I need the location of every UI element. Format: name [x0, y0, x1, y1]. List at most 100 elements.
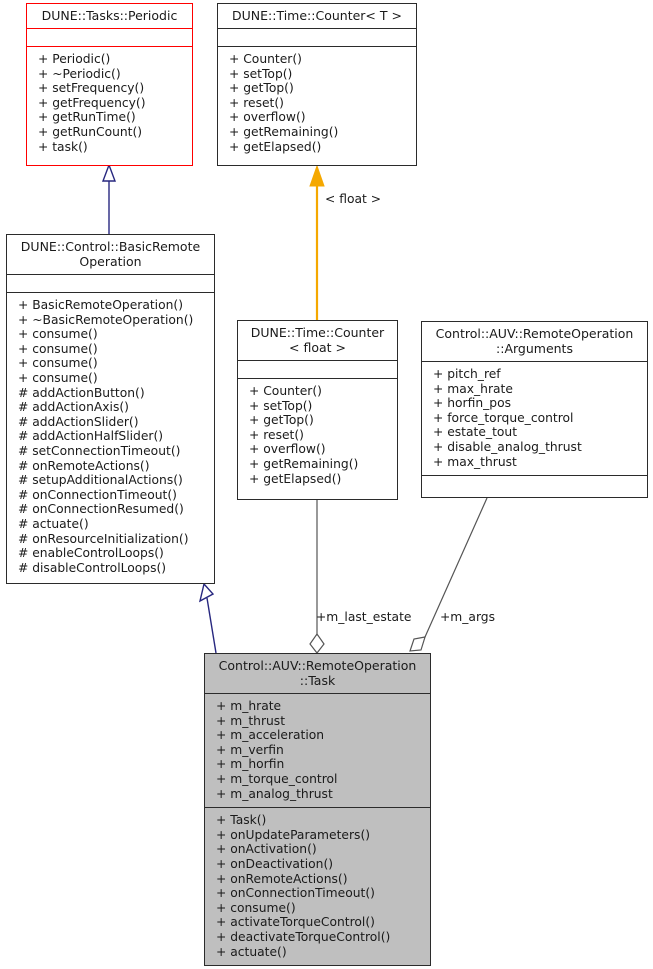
- list-item: + getElapsed(): [229, 139, 322, 154]
- inheritance-edge-periodic: [101, 163, 117, 234]
- list-item: + consume(): [18, 370, 98, 385]
- class-box-dune-time-counter-float[interactable]: DUNE::Time::Counter < float > + Counter(…: [237, 320, 398, 500]
- class-box-dune-control-basicremoteoperation[interactable]: DUNE::Control::BasicRemote Operation + B…: [6, 234, 215, 584]
- class-box-remoteoperation-arguments[interactable]: Control::AUV::RemoteOperation ::Argument…: [421, 321, 648, 498]
- list-item: + max_thrust: [433, 454, 517, 469]
- list-item: + Counter(): [229, 52, 302, 66]
- method-list-basicremoteoperation: + BasicRemoteOperation() + ~BasicRemoteO…: [13, 296, 208, 577]
- list-item: # enableControlLoops(): [18, 546, 164, 561]
- list-item: # addActionSlider(): [18, 414, 139, 429]
- list-item: + disable_analog_thrust: [433, 439, 582, 454]
- attribute-list-arguments: + pitch_ref + max_hrate + horfin_pos + f…: [428, 365, 641, 471]
- list-item: + getElapsed(): [249, 471, 342, 486]
- list-item: # onResourceInitialization(): [18, 531, 189, 546]
- list-item: + onDeactivation(): [216, 856, 334, 871]
- class-methods-task: + Task() + onUpdateParameters() + onActi…: [205, 807, 430, 965]
- list-item: + onUpdateParameters(): [216, 827, 371, 842]
- list-item: + m_hrate: [216, 699, 282, 713]
- list-item: + pitch_ref: [433, 367, 501, 381]
- list-item: + horfin_pos: [433, 396, 512, 411]
- attribute-list-task: + m_hrate + m_thrust + m_acceleration + …: [211, 697, 424, 803]
- class-attributes-empty-basicremoteoperation: [7, 274, 214, 292]
- list-item: + getRemaining(): [229, 124, 339, 139]
- list-item: + setTop(): [249, 398, 313, 413]
- list-item: + BasicRemoteOperation(): [18, 298, 184, 312]
- list-item: + onRemoteActions(): [216, 871, 348, 886]
- aggregation-edge-m-args: [409, 497, 488, 652]
- list-item: + getRunTime(): [38, 110, 136, 125]
- list-item: + m_torque_control: [216, 771, 338, 786]
- list-item: + getFrequency(): [38, 95, 146, 110]
- list-item: # onRemoteActions(): [18, 458, 150, 473]
- list-item: + onConnectionTimeout(): [216, 886, 375, 901]
- list-item: # onConnectionTimeout(): [18, 487, 177, 502]
- class-box-dune-tasks-periodic[interactable]: DUNE::Tasks::Periodic + Periodic() + ~Pe…: [26, 3, 193, 166]
- class-title-counter-float: DUNE::Time::Counter < float >: [250, 325, 385, 355]
- class-attributes-empty-counter-t: [218, 28, 416, 46]
- method-list-task: + Task() + onUpdateParameters() + onActi…: [211, 811, 424, 961]
- list-item: + ~BasicRemoteOperation(): [18, 312, 194, 327]
- list-item: # onConnectionResumed(): [18, 502, 184, 517]
- list-item: # setConnectionTimeout(): [18, 443, 181, 458]
- list-item: + m_thrust: [216, 713, 286, 728]
- list-item: + overflow(): [229, 110, 306, 125]
- list-item: # addActionHalfSlider(): [18, 429, 164, 444]
- class-methods-periodic: + Periodic() + ~Periodic() + setFrequenc…: [27, 46, 192, 160]
- list-item: + m_verfin: [216, 742, 284, 757]
- edge-label-template-binding: < float >: [325, 192, 382, 206]
- list-item: + overflow(): [249, 442, 326, 457]
- list-item: + reset(): [229, 95, 284, 110]
- class-title-task: Control::AUV::RemoteOperation ::Task: [218, 658, 417, 688]
- class-methods-empty-arguments: [422, 475, 647, 493]
- list-item: + consume(): [18, 327, 98, 342]
- list-item: + task(): [38, 139, 88, 154]
- list-item: + consume(): [18, 356, 98, 371]
- list-item: + m_analog_thrust: [216, 786, 333, 801]
- list-item: + Counter(): [249, 384, 322, 398]
- class-methods-counter-t: + Counter() + setTop() + getTop() + rese…: [218, 46, 416, 160]
- inheritance-edge-basic-remote-operation: [198, 582, 217, 654]
- class-title-dune-time-counter-t: DUNE::Time::Counter< T >: [232, 8, 402, 23]
- class-methods-basicremoteoperation: + BasicRemoteOperation() + ~BasicRemoteO…: [7, 292, 214, 581]
- class-attributes-empty-counter-float: [238, 360, 397, 378]
- class-title-dune-tasks-periodic: DUNE::Tasks::Periodic: [41, 8, 178, 23]
- list-item: + getRunCount(): [38, 124, 143, 139]
- list-item: + setTop(): [229, 66, 293, 81]
- list-item: + m_horfin: [216, 757, 285, 772]
- list-item: + estate_tout: [433, 425, 518, 440]
- edge-label-m-last-estate: +m_last_estate: [316, 610, 412, 624]
- list-item: # setupAdditionalActions(): [18, 473, 183, 488]
- list-item: + force_torque_control: [433, 410, 574, 425]
- class-title-arguments: Control::AUV::RemoteOperation ::Argument…: [435, 326, 634, 356]
- list-item: + actuate(): [216, 944, 287, 959]
- list-item: + m_acceleration: [216, 728, 325, 743]
- list-item: # addActionButton(): [18, 385, 145, 400]
- list-item: + consume(): [216, 900, 296, 915]
- edge-label-m-args: +m_args: [440, 610, 496, 624]
- list-item: + getTop(): [249, 413, 314, 428]
- aggregation-edge-m-last-estate: [309, 500, 325, 654]
- list-item: # actuate(): [18, 516, 89, 531]
- list-item: + Periodic(): [38, 52, 111, 66]
- list-item: + deactivateTorqueControl(): [216, 929, 391, 944]
- list-item: # disableControlLoops(): [18, 560, 167, 575]
- list-item: + consume(): [18, 341, 98, 356]
- class-attributes-empty-periodic: [27, 28, 192, 46]
- list-item: + onActivation(): [216, 842, 317, 857]
- list-item: + setFrequency(): [38, 81, 145, 96]
- list-item: + getTop(): [229, 81, 294, 96]
- method-list-counter-float: + Counter() + setTop() + getTop() + rese…: [244, 382, 391, 488]
- list-item: + getRemaining(): [249, 456, 359, 471]
- class-attributes-task: + m_hrate + m_thrust + m_acceleration + …: [205, 693, 430, 807]
- list-item: + max_hrate: [433, 381, 513, 396]
- class-box-remoteoperation-task[interactable]: Control::AUV::RemoteOperation ::Task + m…: [204, 653, 431, 966]
- list-item: + reset(): [249, 427, 304, 442]
- method-list-periodic: + Periodic() + ~Periodic() + setFrequenc…: [33, 50, 186, 156]
- method-list-counter-t: + Counter() + setTop() + getTop() + rese…: [224, 50, 410, 156]
- class-methods-counter-float: + Counter() + setTop() + getTop() + rese…: [238, 378, 397, 492]
- class-box-dune-time-counter-t[interactable]: DUNE::Time::Counter< T > + Counter() + s…: [217, 3, 417, 166]
- list-item: + activateTorqueControl(): [216, 915, 375, 930]
- template-binding-edge: [309, 164, 325, 320]
- class-title-basicremoteoperation: DUNE::Control::BasicRemote Operation: [20, 239, 201, 269]
